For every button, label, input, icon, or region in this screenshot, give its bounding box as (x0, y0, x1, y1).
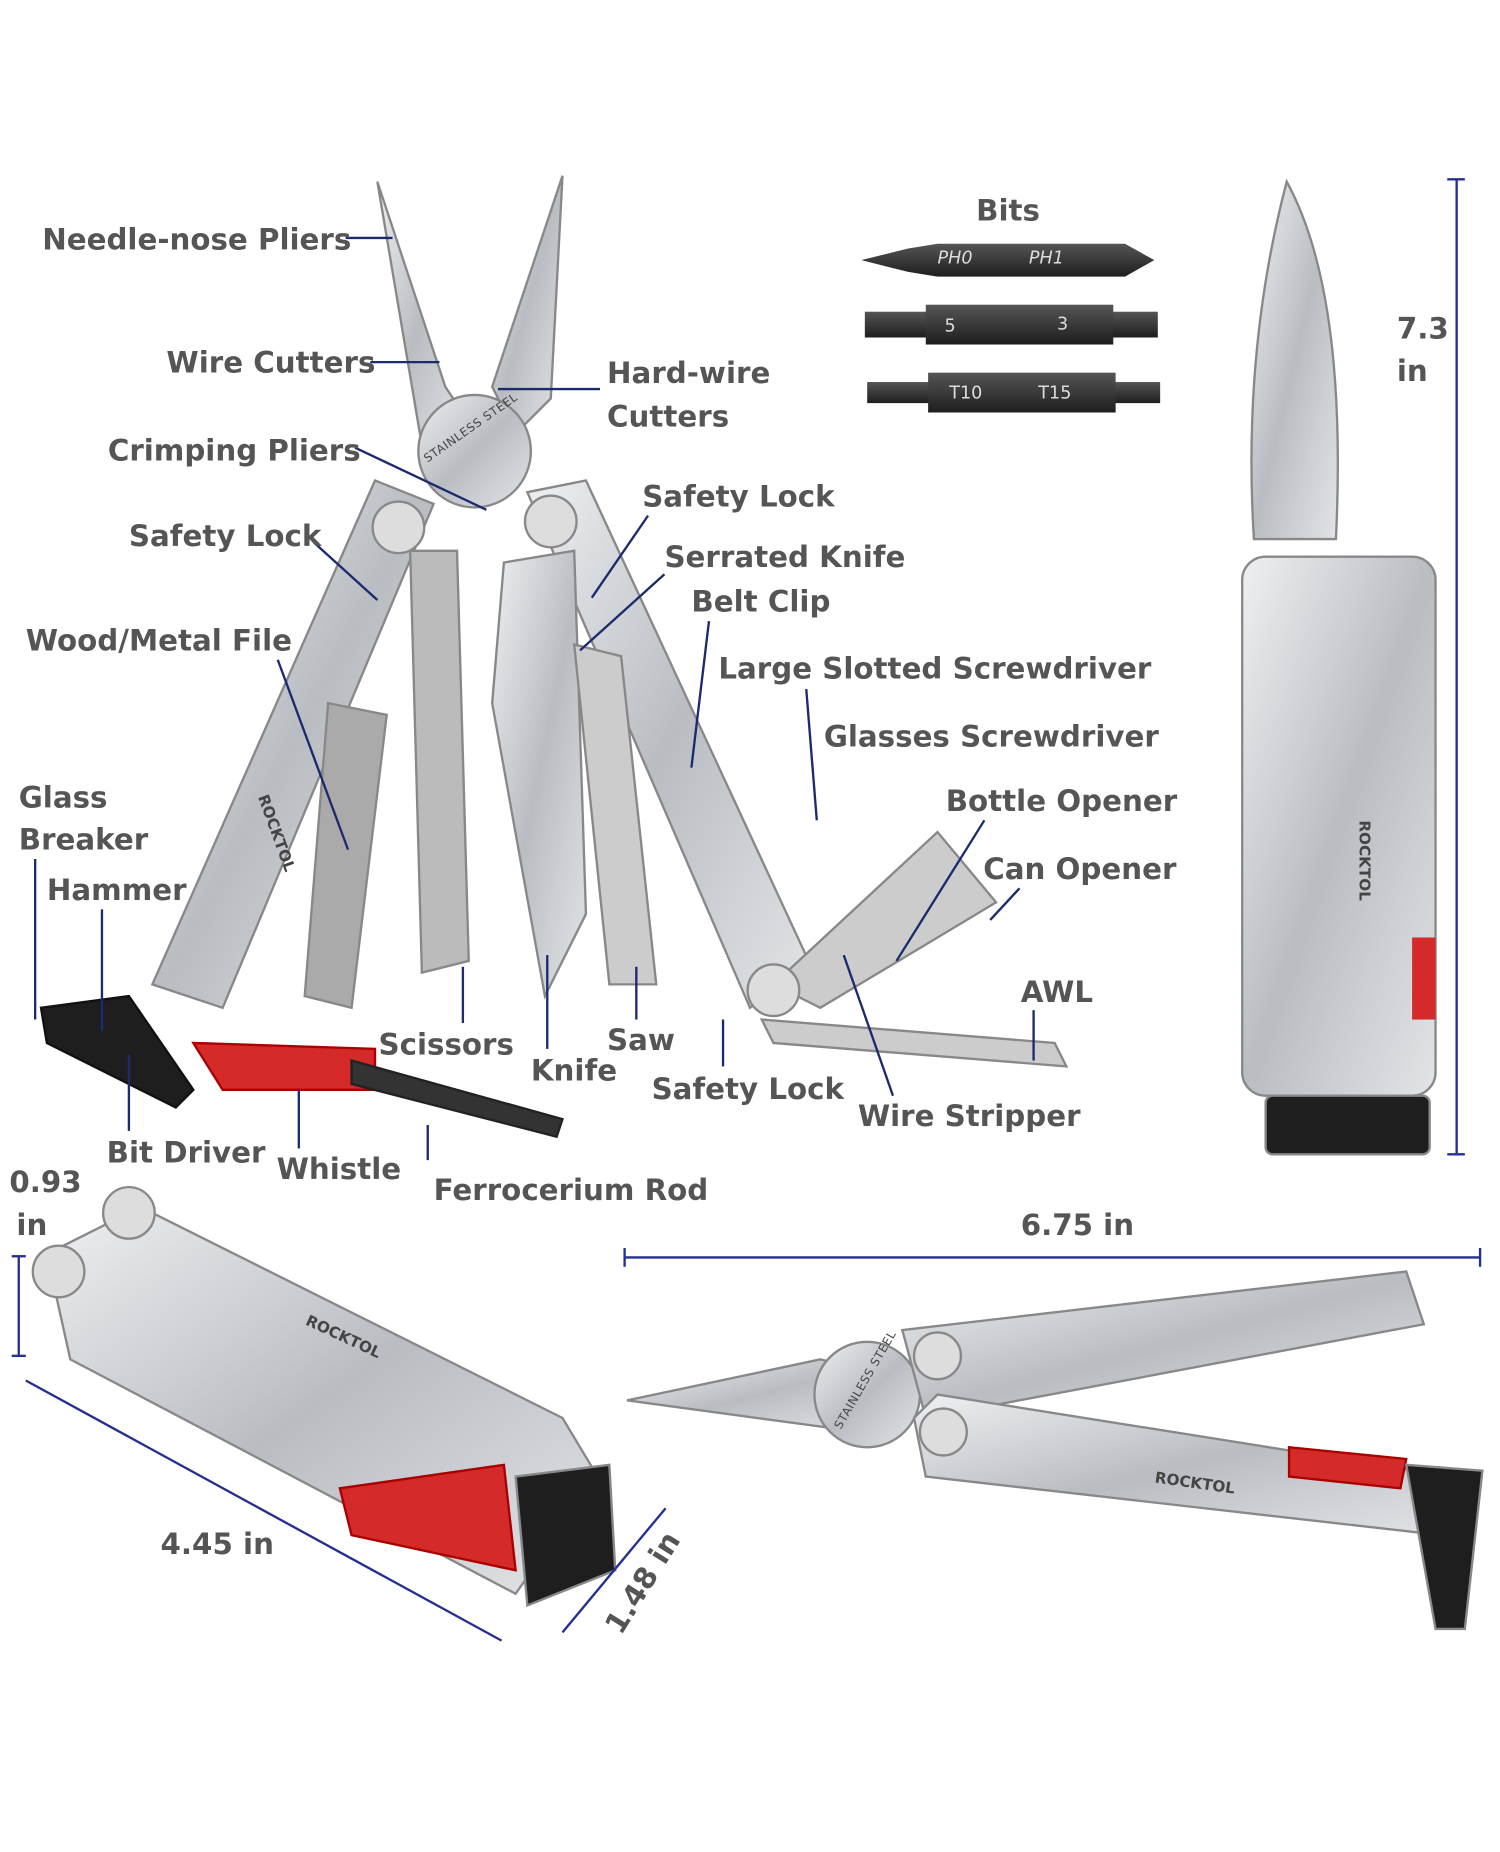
label-glass: Glass (18, 780, 108, 815)
scissors (408, 549, 470, 975)
bit-torx (867, 372, 1161, 413)
label-glass-breaker: Breaker (18, 822, 149, 857)
bits-image (861, 243, 1161, 413)
closed-tool-image: ROCKTOL (31, 1185, 617, 1608)
needle-nose-jaw-right (490, 175, 564, 436)
left-handle (150, 478, 436, 1010)
label-safety-lock-left: Safety Lock (128, 519, 322, 554)
label-hard-wire-cutters: Cutters (607, 399, 730, 434)
bit-torx-right-label: T15 (1038, 382, 1072, 404)
bit-ph (861, 243, 1155, 277)
label-saw: Saw (607, 1023, 675, 1058)
label-knife: Knife (530, 1053, 618, 1088)
fold-tools (771, 830, 998, 1010)
label-safety-lock-top: Safety Lock (642, 479, 835, 514)
label-needle-nose-pliers: Needle-nose Pliers (42, 222, 352, 257)
label-wood-metal-file: Wood/Metal File (25, 623, 292, 658)
label-scissors: Scissors (378, 1027, 514, 1062)
label-hard-wire: Hard-wire (607, 356, 771, 391)
label-bottle-opener: Bottle Opener (945, 783, 1178, 818)
file (303, 701, 389, 1010)
label-whistle: Whistle (276, 1151, 402, 1186)
whistle (191, 1041, 377, 1092)
thickness-unit: in (16, 1208, 48, 1243)
label-ferrocerium-rod: Ferrocerium Rod (433, 1173, 709, 1208)
bit-torx-left-label: T10 (949, 382, 983, 404)
width-dimension-line (561, 1507, 667, 1634)
thickness-dimension-line (11, 1255, 26, 1358)
awl (759, 1018, 1069, 1068)
open-pliers-image: ROCKTOL (626, 1270, 1484, 1631)
label-wire-cutters: Wire Cutters (166, 345, 376, 380)
saw-blade (572, 642, 658, 986)
closed-length-dimension-line (25, 1379, 503, 1642)
label-large-slotted-screwdriver: Large Slotted Screwdriver (718, 651, 1152, 686)
bit-slotted (864, 304, 1158, 345)
label-belt-clip: Belt Clip (691, 584, 831, 619)
label-safety-lock-bottom: Safety Lock (651, 1072, 845, 1107)
bit-ph-right-label: PH1 (1028, 247, 1064, 269)
label-glasses-screwdriver: Glasses Screwdriver (823, 719, 1159, 754)
brand-logo-side: ROCKTOL (1355, 820, 1373, 901)
leader-lines (33, 236, 1035, 1161)
bit-slot-left-label: 5 (944, 315, 956, 337)
knife-blade (491, 549, 588, 1000)
open-length-dimension-line (623, 1248, 1482, 1267)
closed-length-value: 4.45 in (160, 1526, 274, 1561)
height-value: 7.3 (1396, 311, 1449, 346)
label-bit-driver: Bit Driver (106, 1135, 266, 1170)
label-wire-stripper: Wire Stripper (857, 1099, 1081, 1134)
bit-ph-left-label: PH0 (937, 247, 973, 269)
height-unit: in (1396, 353, 1428, 388)
pivot-disc (417, 393, 533, 509)
open-multitool-image: ROCKTOL (39, 175, 1069, 1139)
hammer-head (39, 994, 195, 1109)
bit-slot-right-label: 3 (1057, 312, 1069, 334)
label-crimping-pliers: Crimping Pliers (107, 433, 361, 468)
open-length-value: 6.75 in (1020, 1208, 1135, 1243)
closed-knife-view-image: ROCKTOL (1241, 178, 1437, 1156)
thickness-value: 0.93 (9, 1164, 82, 1199)
label-can-opener: Can Opener (983, 851, 1177, 886)
bits-title: Bits (976, 193, 1041, 228)
label-serrated-knife: Serrated Knife (664, 540, 906, 575)
ferrocerium-rod (350, 1059, 565, 1139)
label-awl: AWL (1020, 975, 1094, 1009)
height-dimension-line (1447, 178, 1465, 1156)
label-hammer: Hammer (46, 873, 187, 908)
